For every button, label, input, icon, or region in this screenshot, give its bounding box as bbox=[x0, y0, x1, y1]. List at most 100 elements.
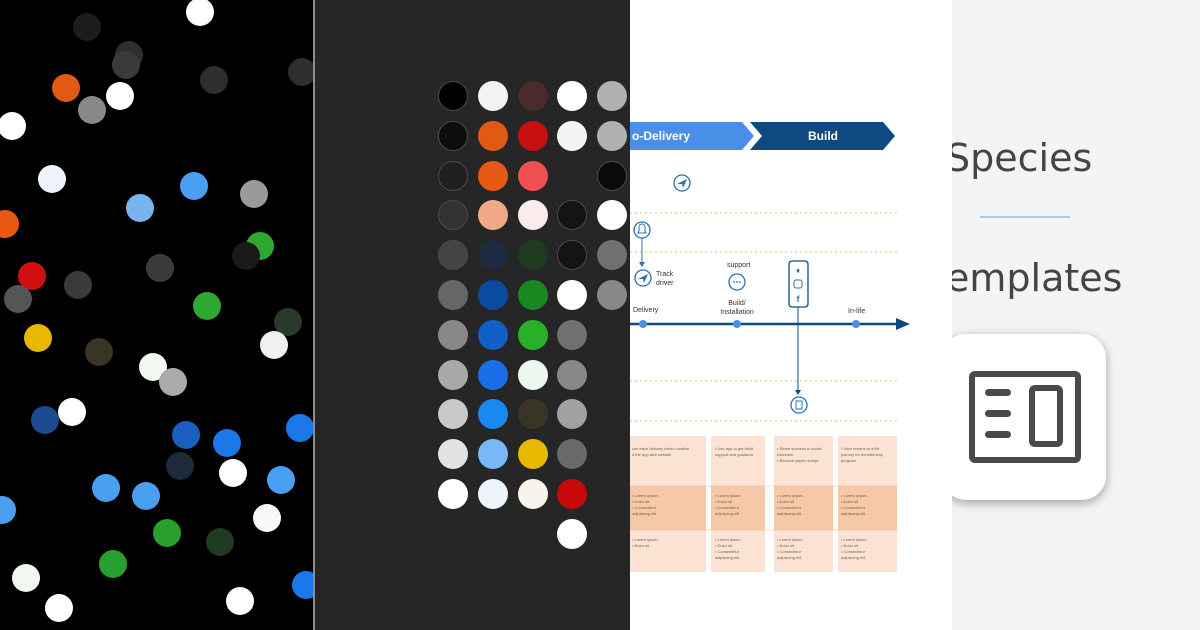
app-icon-tile[interactable] bbox=[952, 334, 1106, 500]
color-swatch bbox=[438, 240, 468, 271]
timeline-node bbox=[733, 320, 741, 328]
trash-icon bbox=[790, 396, 808, 414]
card-text: • User returns to a life bbox=[841, 446, 880, 451]
color-swatch bbox=[438, 359, 468, 390]
color-swatch bbox=[557, 319, 587, 350]
color-swatch bbox=[518, 479, 548, 509]
color-swatch bbox=[518, 439, 548, 470]
color-swatch bbox=[557, 439, 587, 470]
card-text: adipiscing elit bbox=[715, 511, 740, 516]
label-build-installation: Installation bbox=[720, 309, 754, 316]
card-text: • Lorem ipsum bbox=[632, 537, 658, 542]
color-swatch bbox=[518, 160, 548, 191]
card-row-highlight bbox=[630, 486, 897, 530]
color-swatch bbox=[478, 120, 508, 151]
color-dot bbox=[78, 96, 106, 124]
color-dot bbox=[24, 324, 52, 352]
color-swatch bbox=[557, 359, 587, 390]
color-dot bbox=[292, 571, 313, 599]
card-text: • Use app to get build bbox=[715, 446, 753, 451]
card-text: program bbox=[841, 458, 857, 463]
color-swatch bbox=[518, 240, 548, 271]
templates-promo-panel: Species emplates bbox=[952, 0, 1200, 630]
color-dot bbox=[288, 58, 313, 86]
color-swatch bbox=[478, 359, 508, 390]
color-dot bbox=[253, 504, 281, 532]
card-text: • Dolor sit bbox=[715, 499, 733, 504]
color-swatch bbox=[438, 319, 468, 350]
card-text: support and guidance bbox=[715, 452, 754, 457]
color-swatch bbox=[478, 319, 508, 350]
card-text: • Lorem ipsum bbox=[777, 493, 803, 498]
color-dot bbox=[219, 459, 247, 487]
confetti-dots-panel bbox=[0, 0, 313, 630]
card-text: • Share success to social bbox=[777, 446, 822, 451]
card-text: adipiscing elit bbox=[841, 555, 866, 560]
color-dot bbox=[0, 210, 19, 238]
color-swatch bbox=[438, 81, 468, 111]
customer-journey-map-panel: o-Delivery Build Track driver support bbox=[630, 0, 952, 630]
color-swatch bbox=[597, 120, 627, 151]
stage-label-build: Build bbox=[808, 129, 838, 143]
card-text: d the app and website bbox=[632, 452, 672, 457]
color-swatch bbox=[478, 399, 508, 430]
color-dot bbox=[172, 421, 200, 449]
color-swatch bbox=[557, 81, 587, 111]
card-text: adipiscing elit bbox=[715, 555, 740, 560]
card-text: • Dolor sit bbox=[777, 543, 795, 548]
paper-plane-icon bbox=[634, 269, 652, 287]
card-text: channels bbox=[777, 452, 793, 457]
card-text: • Lorem ipsum bbox=[841, 537, 867, 542]
bell-icon bbox=[633, 221, 651, 239]
color-swatch bbox=[478, 200, 508, 231]
card-text: • Lorem ipsum bbox=[632, 493, 658, 498]
color-swatch bbox=[478, 160, 508, 191]
card-text: • Consectetur bbox=[632, 505, 657, 510]
twitter-icon: ♦ bbox=[796, 266, 800, 275]
color-swatch bbox=[438, 200, 468, 231]
color-swatch bbox=[557, 120, 587, 151]
color-swatch bbox=[438, 479, 468, 509]
card-text: • Dolor sit bbox=[632, 499, 650, 504]
label-delivery: Delivery bbox=[633, 307, 659, 314]
color-dot bbox=[0, 496, 16, 524]
card-text: adipiscing elit bbox=[777, 511, 802, 516]
stage-label-predelivery: o-Delivery bbox=[632, 129, 690, 143]
label-build-installation: Build/ bbox=[728, 300, 746, 307]
color-dot bbox=[31, 406, 59, 434]
label-driver: driver bbox=[656, 280, 674, 287]
color-dot bbox=[166, 452, 194, 480]
card-text: • Lorem ipsum bbox=[841, 493, 867, 498]
card-text: adipiscing elit bbox=[841, 511, 866, 516]
color-swatch bbox=[438, 439, 468, 470]
heading-divider bbox=[980, 216, 1070, 218]
color-swatch bbox=[518, 81, 548, 111]
card-text: can track delivery driver location bbox=[632, 446, 689, 451]
card-text: • Lorem ipsum bbox=[777, 537, 803, 542]
card-text: • Consectetur bbox=[841, 505, 866, 510]
card-text: • Dolor sit bbox=[841, 543, 859, 548]
color-dot bbox=[226, 587, 254, 615]
color-swatch bbox=[478, 479, 508, 509]
color-swatch bbox=[557, 200, 587, 231]
color-dot bbox=[267, 466, 295, 494]
paper-plane-icon bbox=[673, 174, 691, 192]
color-swatch bbox=[478, 439, 508, 470]
card-text: • Lorem ipsum bbox=[715, 537, 741, 542]
chat-icon bbox=[728, 273, 746, 291]
card-text: • Consectetur bbox=[715, 505, 740, 510]
color-dot bbox=[12, 564, 40, 592]
color-swatch bbox=[478, 81, 508, 111]
label-inlife: In-life bbox=[848, 308, 865, 315]
color-swatch bbox=[478, 280, 508, 310]
card-text: • Lorem ipsum bbox=[715, 493, 741, 498]
color-dot bbox=[193, 292, 221, 320]
color-swatch bbox=[518, 399, 548, 430]
color-swatch bbox=[478, 240, 508, 271]
color-swatch bbox=[518, 200, 548, 231]
color-dot bbox=[92, 474, 120, 502]
journey-map-svg: o-Delivery Build Track driver support bbox=[630, 122, 910, 572]
card-text: • Consectetur bbox=[777, 505, 802, 510]
card-text: • Consectetur bbox=[777, 549, 802, 554]
color-dot bbox=[106, 82, 134, 110]
